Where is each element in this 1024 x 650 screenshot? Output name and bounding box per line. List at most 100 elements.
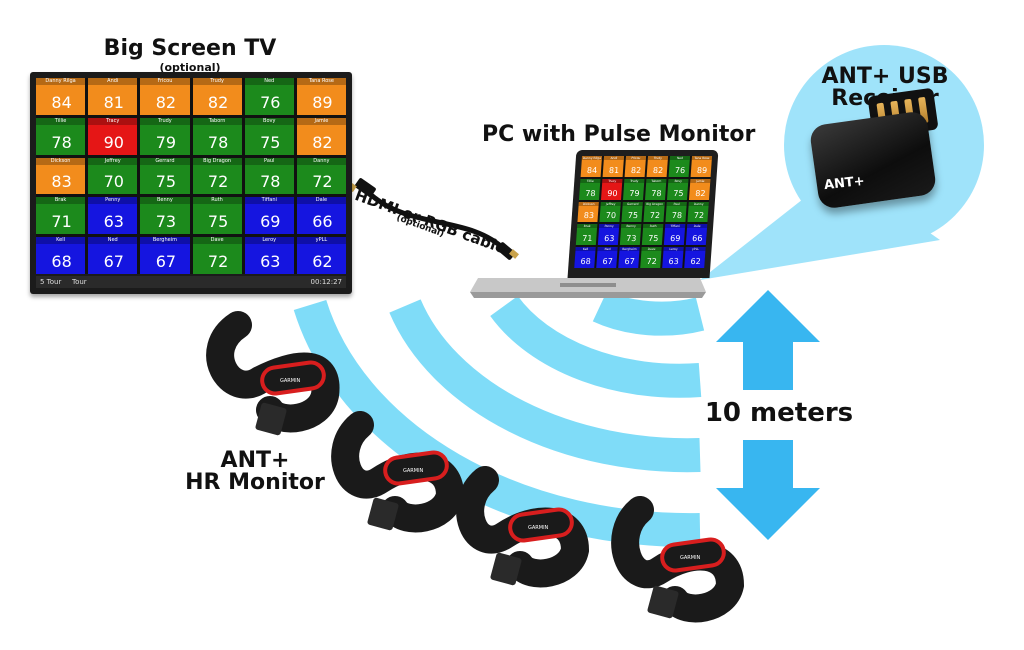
tv-tile-bpm: 82 bbox=[312, 132, 333, 152]
laptop-tile-name: yPLL bbox=[685, 247, 706, 252]
laptop-tile-name: Trudy bbox=[647, 156, 669, 160]
tv-tile-bpm: 84 bbox=[51, 92, 72, 112]
pc-title: PC with Pulse Monitor bbox=[482, 122, 756, 147]
tv-tile-bpm: 72 bbox=[207, 251, 229, 271]
laptop-tile: Paul 78 bbox=[665, 201, 687, 223]
hr-title-line2: HR Monitor bbox=[185, 470, 325, 495]
tv-tile-bpm: 72 bbox=[207, 172, 229, 192]
laptop-tile: Fricou 82 bbox=[624, 156, 647, 177]
laptop-tile-bpm: 70 bbox=[605, 211, 617, 221]
laptop-tile-name: Taborn bbox=[646, 178, 667, 183]
tv-tile-name: yPLL bbox=[296, 237, 346, 245]
laptop-tile-name: Bergheim bbox=[619, 247, 640, 252]
laptop-tile-bpm: 63 bbox=[668, 256, 680, 266]
tv-tile-bpm: 79 bbox=[155, 132, 177, 152]
strap-brand-1: GARMIN bbox=[280, 378, 301, 384]
signal-wave-4 bbox=[592, 290, 705, 336]
laptop-tile-bpm: 67 bbox=[624, 256, 636, 266]
laptop-tile-name: Fricou bbox=[625, 156, 647, 160]
laptop-tile-name: Benny bbox=[620, 224, 642, 229]
laptop-tile-bpm: 63 bbox=[603, 234, 615, 244]
hr-title-line1: ANT+ bbox=[220, 448, 290, 473]
laptop-tile-bpm: 78 bbox=[671, 211, 683, 221]
hdmi-connector-left bbox=[354, 178, 376, 198]
laptop-tile-name: Brak bbox=[576, 224, 598, 229]
tv-footer-time: 00:12:27 bbox=[310, 278, 342, 286]
laptop-tile-bpm: 83 bbox=[583, 211, 595, 221]
strap-brand-3: GARMIN bbox=[528, 525, 549, 531]
tv-tile: Bovy 75 bbox=[244, 117, 294, 155]
tv-tile-bpm: 75 bbox=[260, 132, 281, 152]
hr-strap-1: GARMIN bbox=[206, 311, 340, 436]
strap-brand-2: GARMIN bbox=[403, 468, 424, 474]
tv-tile-name: Trudy bbox=[192, 78, 242, 85]
tv-tile-bpm: 78 bbox=[51, 132, 72, 152]
tv-tile-bpm: 78 bbox=[260, 172, 281, 192]
laptop-tile-bpm: 78 bbox=[585, 188, 596, 198]
hdmi-connector-right bbox=[496, 242, 516, 260]
tv-tile-name: Andi bbox=[88, 78, 138, 85]
tv-tile-bpm: 83 bbox=[51, 172, 72, 192]
tv-tile-name: Danny bbox=[296, 157, 346, 165]
laptop-tile-bpm: 66 bbox=[691, 234, 703, 244]
laptop-tile-name: Paul bbox=[666, 201, 687, 206]
tv-tile-bpm: 72 bbox=[312, 172, 333, 192]
laptop-tile: Brak 71 bbox=[575, 224, 598, 246]
laptop-tile-bpm: 82 bbox=[630, 165, 642, 175]
laptop-tile-name: Big Dragon bbox=[644, 201, 665, 206]
tv-tile-name: Big Dragon bbox=[192, 157, 242, 165]
tv-tile-bpm: 63 bbox=[260, 251, 281, 271]
tv-tile-bpm: 76 bbox=[260, 92, 281, 112]
laptop-tile-name: Ned bbox=[669, 156, 691, 160]
laptop-tile-bpm: 67 bbox=[602, 256, 614, 266]
tv-tile-bpm: 90 bbox=[103, 132, 124, 152]
tv-tile-name: Tiffani bbox=[244, 197, 294, 205]
hr-strap-3: GARMIN bbox=[456, 466, 590, 588]
tv-tile-name: Brak bbox=[36, 197, 86, 205]
laptop-tile-bpm: 75 bbox=[647, 234, 659, 244]
laptop-tile-name: Tiffani bbox=[664, 224, 686, 229]
tv-tile-name: Bergheim bbox=[140, 237, 190, 245]
hr-strap-4: GARMIN bbox=[611, 496, 745, 623]
laptop-tile-name: Andi bbox=[603, 156, 625, 160]
tv-tile-name: Danny Rilga bbox=[36, 78, 86, 85]
laptop-tile-bpm: 79 bbox=[629, 188, 640, 198]
tv-tile-name: Bovy bbox=[244, 117, 294, 125]
tv-tile-bpm: 69 bbox=[260, 212, 281, 232]
laptop-tile-bpm: 71 bbox=[581, 234, 593, 244]
laptop-tile-name: Tracy bbox=[602, 178, 623, 183]
signal-wave-2 bbox=[389, 299, 701, 473]
tv-tile-bpm: 89 bbox=[312, 92, 333, 112]
laptop-tile-bpm: 75 bbox=[627, 211, 639, 221]
tv-tile-name: Jeffrey bbox=[88, 157, 138, 165]
distance-label: 10 meters bbox=[704, 398, 854, 428]
tv-tile-name: Taborn bbox=[192, 117, 242, 125]
laptop-tile-bpm: 72 bbox=[693, 211, 705, 221]
tv-tile-name: Trudy bbox=[140, 117, 190, 125]
